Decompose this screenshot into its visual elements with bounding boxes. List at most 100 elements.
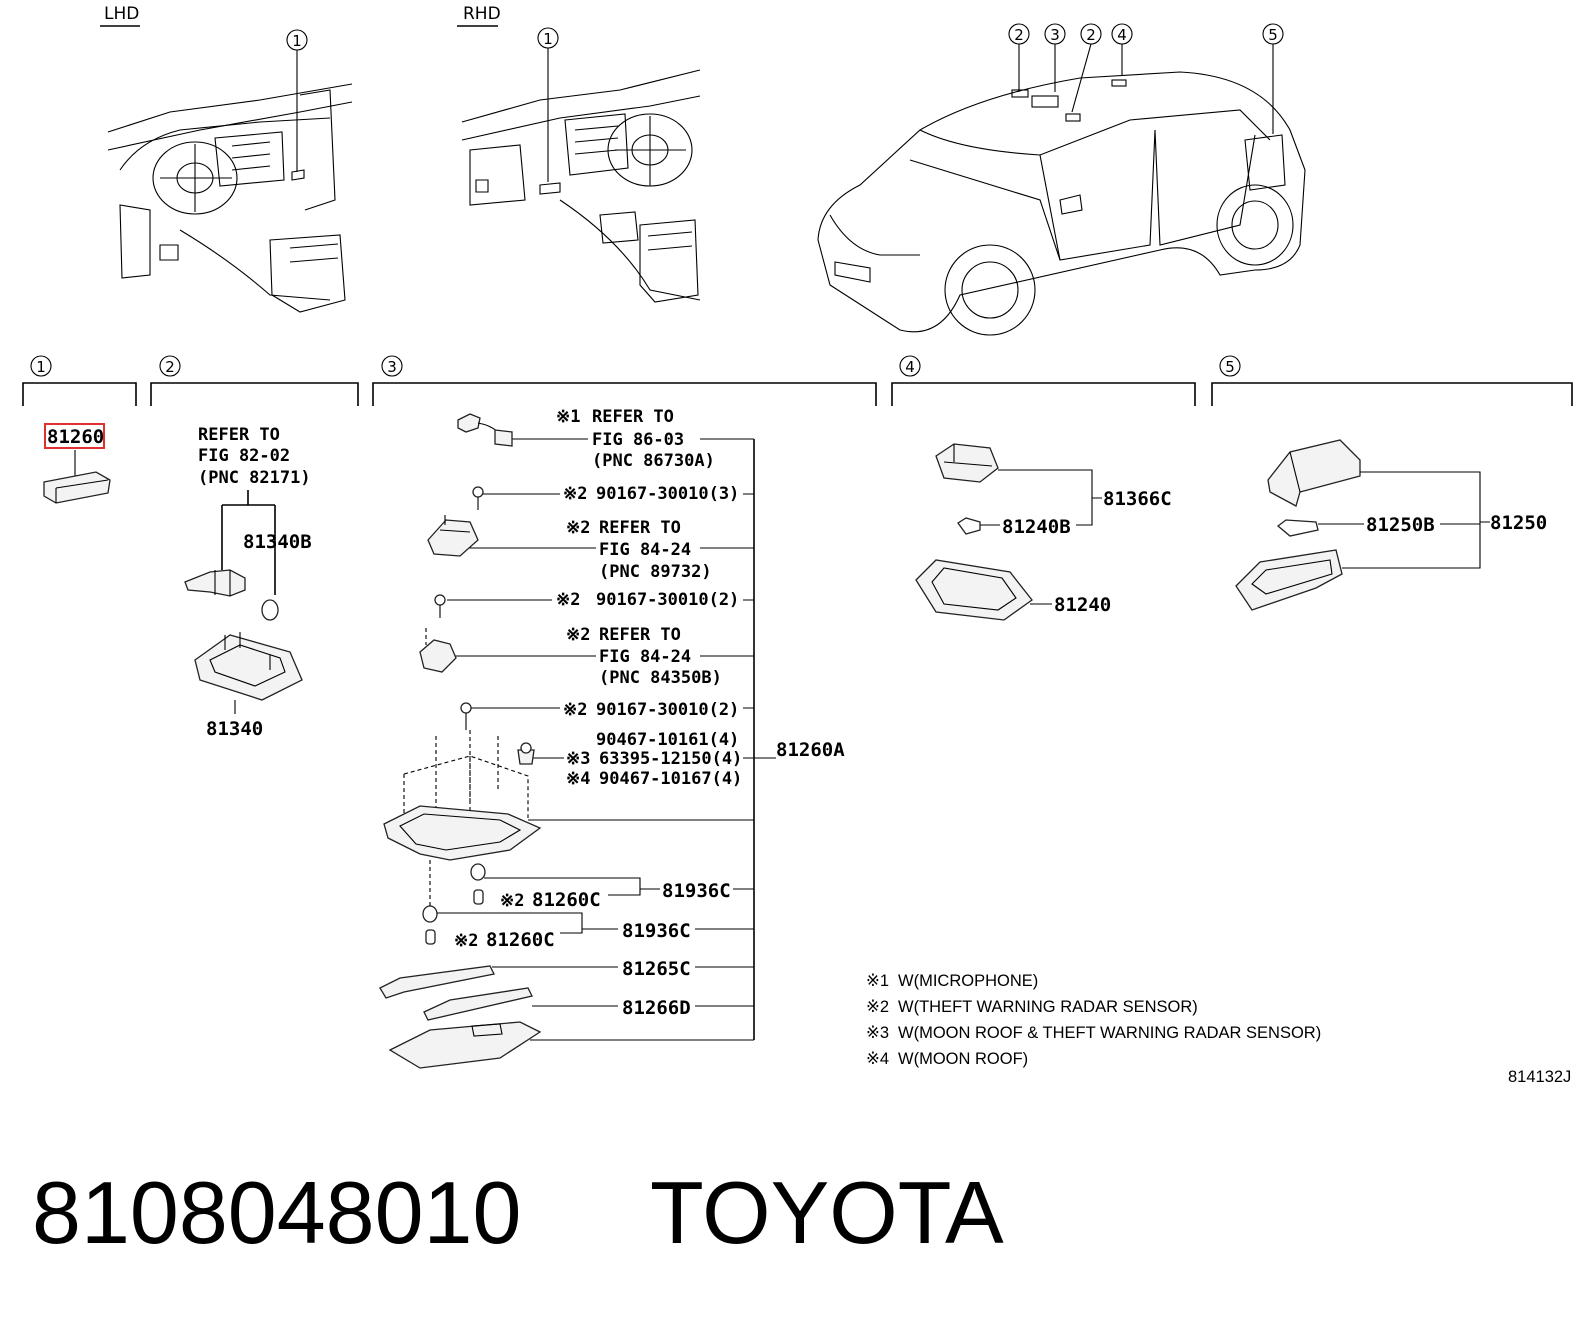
section-4: 81366C 81240B 81240: [915, 443, 1172, 621]
cover-drawing: [1267, 439, 1361, 507]
part-81260[interactable]: 81260: [47, 426, 104, 448]
row-text[interactable]: 90167-30010(3): [596, 484, 739, 504]
row-text: FIG 84-24: [599, 540, 691, 560]
lamp-81340-drawing: [194, 632, 303, 701]
legend-mark: ※3: [866, 1024, 889, 1042]
lhd-label: LHD: [104, 4, 139, 24]
lamp-81240-drawing: [915, 559, 1033, 621]
rhd-callout: 1: [543, 30, 553, 48]
car-callout: 2: [1086, 26, 1096, 44]
part-81266d[interactable]: 81266D: [622, 997, 691, 1019]
rhd-dashboard-drawing: [461, 69, 701, 303]
car-view: 2 3 2 4 5: [817, 23, 1306, 336]
mark: ※2: [454, 931, 478, 951]
sub-assembly-drawing: [935, 443, 999, 483]
row-text[interactable]: 90167-30010(2): [596, 700, 739, 720]
housing-drawing: [383, 730, 542, 861]
lhd-dashboard-drawing: [107, 83, 353, 313]
mark: ※1: [556, 407, 580, 427]
mark: ※4: [566, 769, 590, 789]
bulb-drawing: [261, 599, 279, 621]
legend-text: W(THEFT WARNING RADAR SENSOR): [898, 998, 1198, 1016]
refer-text: FIG 82-02: [198, 446, 290, 466]
socket-drawing: [184, 569, 246, 597]
section-5: 81250B 81250: [1235, 439, 1547, 611]
bulb-drawing: [1276, 519, 1319, 537]
legend-mark: ※2: [866, 998, 889, 1016]
mark: ※2: [556, 590, 580, 610]
part-81260a[interactable]: 81260A: [776, 739, 845, 761]
legend-text: W(MICROPHONE): [898, 972, 1038, 990]
rhd-label: RHD: [463, 4, 501, 24]
row-text: (PNC 86730A): [592, 451, 715, 471]
section-number: 5: [1225, 358, 1235, 376]
part-81936c[interactable]: 81936C: [662, 880, 731, 902]
section-1: 81260: [43, 423, 111, 504]
lamp-81250-drawing: [1235, 549, 1343, 611]
car-callout: 3: [1050, 26, 1060, 44]
part-81366c[interactable]: 81366C: [1103, 488, 1172, 510]
screw-drawing: [472, 486, 484, 510]
part-81250b[interactable]: 81250B: [1366, 514, 1435, 536]
row-text: FIG 86-03: [592, 430, 684, 450]
bracket-drawing: [419, 628, 457, 673]
mark: ※2: [563, 700, 587, 720]
row-text: FIG 84-24: [599, 647, 691, 667]
leader-lines: [436, 438, 776, 1041]
part-81260c[interactable]: 81260C: [532, 889, 601, 911]
part-number: 8108048010: [32, 1163, 521, 1262]
row-text: (PNC 84350B): [599, 668, 722, 688]
refer-text: REFER TO: [198, 425, 280, 445]
section-3: ※1 REFER TO FIG 86-03 (PNC 86730A) ※2 90…: [379, 407, 845, 1069]
row-text[interactable]: 90467-10167(4): [599, 769, 742, 789]
row-text: REFER TO: [599, 518, 681, 538]
section-2: REFER TO FIG 82-02 (PNC 82171) 81340B 81…: [184, 425, 312, 740]
bulb-drawing: [957, 517, 981, 535]
car-drawing: [817, 71, 1306, 336]
legend-mark: ※1: [866, 972, 889, 990]
lens-drawing: [379, 965, 542, 1069]
section-number: 3: [387, 358, 397, 376]
car-callout: 2: [1014, 26, 1024, 44]
bulb-drawing: [422, 860, 486, 945]
figure-code: 814132J: [1508, 1068, 1571, 1086]
section-headers: 1 2 3 4 5: [22, 355, 1573, 406]
row-text: REFER TO: [592, 407, 674, 427]
clip-drawing: [517, 742, 535, 765]
part-81240[interactable]: 81240: [1054, 594, 1111, 616]
part-81240b[interactable]: 81240B: [1002, 516, 1071, 538]
part-81250[interactable]: 81250: [1490, 512, 1547, 534]
highlight-box: [44, 423, 105, 449]
row-text[interactable]: 63395-12150(4): [599, 749, 742, 769]
section-number: 4: [905, 358, 915, 376]
section-number: 2: [165, 358, 175, 376]
car-callout: 5: [1268, 26, 1278, 44]
row-text[interactable]: 90467-10161(4): [596, 730, 739, 750]
lhd-callout: 1: [292, 32, 302, 50]
mark: ※2: [500, 891, 524, 911]
map-lamp-part-drawing: [43, 471, 111, 504]
part-81340[interactable]: 81340: [206, 718, 263, 740]
car-callout: 4: [1117, 26, 1127, 44]
mark: ※2: [566, 625, 590, 645]
screw-drawing: [460, 702, 472, 730]
lhd-view: LHD 1: [100, 4, 353, 313]
refer-text: (PNC 82171): [198, 468, 311, 488]
legend-text: W(MOON ROOF): [898, 1050, 1028, 1068]
part-81936c[interactable]: 81936C: [622, 920, 691, 942]
brand-name: TOYOTA: [650, 1163, 1004, 1262]
mark: ※3: [566, 749, 590, 769]
row-text: REFER TO: [599, 625, 681, 645]
part-81265c[interactable]: 81265C: [622, 958, 691, 980]
microphone-drawing: [457, 413, 513, 447]
mark: ※2: [563, 484, 587, 504]
rhd-view: RHD 1: [457, 4, 701, 303]
legend-mark: ※4: [866, 1050, 889, 1068]
row-text[interactable]: 90167-30010(2): [596, 590, 739, 610]
part-81340b[interactable]: 81340B: [243, 531, 312, 553]
sensor-drawing: [427, 515, 479, 557]
part-81260c[interactable]: 81260C: [486, 929, 555, 951]
section-number: 1: [36, 358, 46, 376]
screw-drawing: [434, 594, 446, 618]
